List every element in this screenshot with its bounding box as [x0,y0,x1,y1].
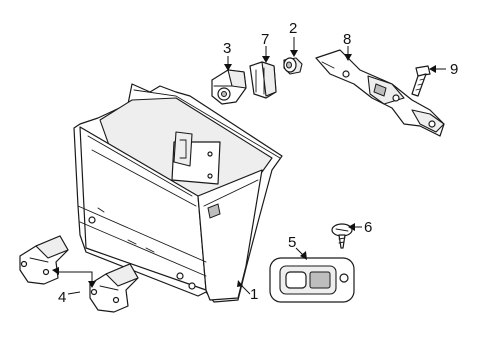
hinge-part-left [19,235,69,285]
callout-1: 1 [250,286,258,303]
striker-bracket [315,49,445,137]
handle-part [269,257,355,303]
callout-2: 2 [289,20,297,37]
callout-7: 7 [261,31,269,48]
damper-part [211,69,247,105]
bumper-part [283,57,303,75]
glove-box-bin [73,83,283,303]
callout-8: 8 [343,31,351,48]
clip-part [249,61,277,99]
hinge-part-right [89,263,139,313]
callout-labels: 1 2 3 4 5 6 7 8 9 [58,20,458,306]
leader-lines [52,37,446,295]
callout-3: 3 [223,40,231,57]
callout-9: 9 [450,61,458,78]
screw-part [331,223,353,249]
bolt-part [411,65,431,97]
callout-4: 4 [58,289,66,306]
callout-6: 6 [364,219,372,236]
callout-5: 5 [288,234,296,251]
